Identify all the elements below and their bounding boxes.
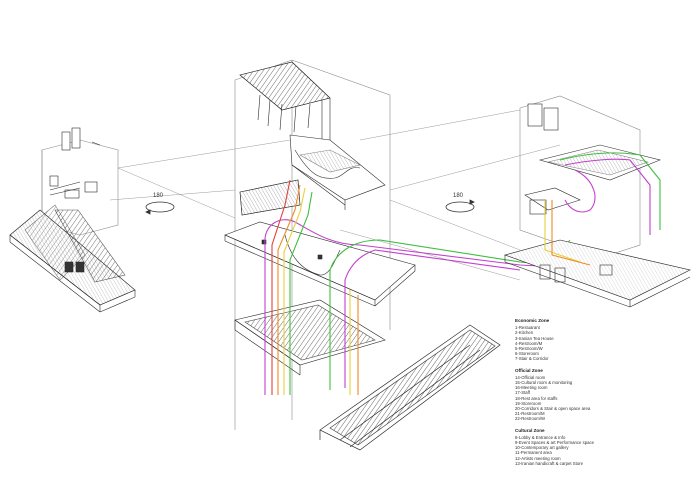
left-building: [9, 127, 136, 313]
legend-item: 20-Corridors & Stair & open space area: [515, 406, 591, 412]
mid-floor-plate: [239, 179, 301, 216]
stair-detail: [319, 324, 501, 451]
legend-item: 17-Staff: [515, 390, 530, 396]
legend-zone-title: Economic Zone: [515, 318, 550, 323]
rotation-icon-left: [145, 201, 175, 215]
upper-floor-plate: [289, 134, 386, 210]
legend-item: 6-Storeroom: [515, 351, 539, 357]
rotation-label-right: 180: [453, 193, 464, 199]
legend-item: 14-Official room: [515, 374, 546, 380]
right-circulation-paths: [544, 152, 661, 266]
legend-item: 7-Stair & Corridor: [515, 356, 549, 362]
rotation-label-left: 180: [153, 193, 164, 199]
legend-item: 18-Rest area for staffs: [515, 395, 558, 401]
legend-item: 3-Iranian Tea House: [515, 335, 554, 341]
legend-item: 19-Storeroom: [515, 400, 542, 406]
legend-item: 11-Permanent area: [515, 450, 552, 456]
legend-item: 4-Restroom/M: [515, 340, 543, 346]
legend-item: 8-Lobby & Entrance & Info: [515, 434, 566, 440]
left-interior: [49, 175, 98, 199]
legend-item: 9-Event Spaces & art Performance space: [515, 440, 595, 446]
legend-item: 13-Iranian handicraft & carpet Store: [515, 460, 584, 466]
legend-item: 5-Restroom/W: [515, 346, 543, 352]
legend-zone-title: Official Zone: [515, 367, 543, 373]
connector-lines: [109, 109, 561, 281]
legend-item: 15-Cultural room & monitoring: [515, 380, 573, 386]
central-tower: [224, 59, 416, 430]
legend-item: 21-Restroom/M: [515, 411, 545, 417]
legend-item: 10-Contemporary art gallery: [515, 445, 569, 451]
right-building: [504, 95, 691, 308]
legend-item: 16-Meeting room: [515, 385, 548, 391]
rotation-icon-right: [445, 199, 475, 213]
legend-item: 12-Artists meeting room: [515, 455, 561, 461]
main-floor-plate: [224, 221, 416, 307]
legend-item: 22-Restroom/W: [515, 416, 546, 422]
legend-item: 1-Restuarant: [515, 325, 540, 331]
legend-item: 2-Kitchen: [515, 330, 534, 336]
roof-structure: [239, 61, 331, 142]
legend-zone-title: Cultural Zone: [515, 427, 545, 433]
lower-floor-plate: [234, 299, 386, 376]
